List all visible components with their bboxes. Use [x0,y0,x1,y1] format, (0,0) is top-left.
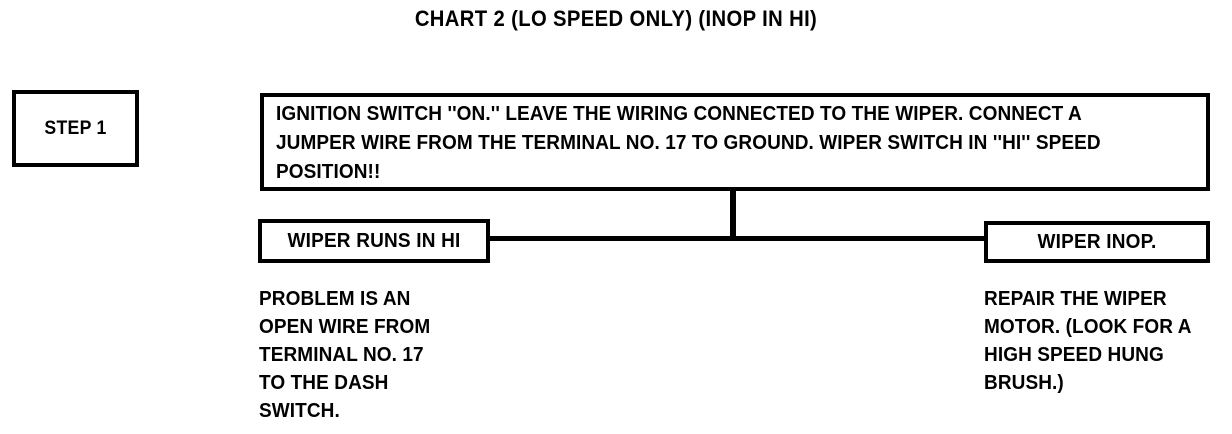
left-result-label: WIPER RUNS IN HI [287,229,461,252]
right-outcome-text: REPAIR THE WIPER MOTOR. (LOOK FOR A HIGH… [984,288,1192,394]
left-result-box: WIPER RUNS IN HI [258,219,490,263]
step-label: STEP 1 [44,117,107,139]
vertical-connector-line [730,189,736,241]
step-box: STEP 1 [12,90,139,167]
horizontal-connector-line [488,236,986,241]
right-result-label: WIPER INOP. [1037,230,1157,253]
right-result-box: WIPER INOP. [984,221,1210,263]
instruction-box: IGNITION SWITCH ''ON.'' LEAVE THE WIRING… [260,93,1210,191]
page-title: CHART 2 (LO SPEED ONLY) (INOP IN HI) [414,6,818,31]
instruction-text: IGNITION SWITCH ''ON.'' LEAVE THE WIRING… [276,103,1101,183]
left-outcome-text: PROBLEM IS AN OPEN WIRE FROM TERMINAL NO… [259,288,431,422]
